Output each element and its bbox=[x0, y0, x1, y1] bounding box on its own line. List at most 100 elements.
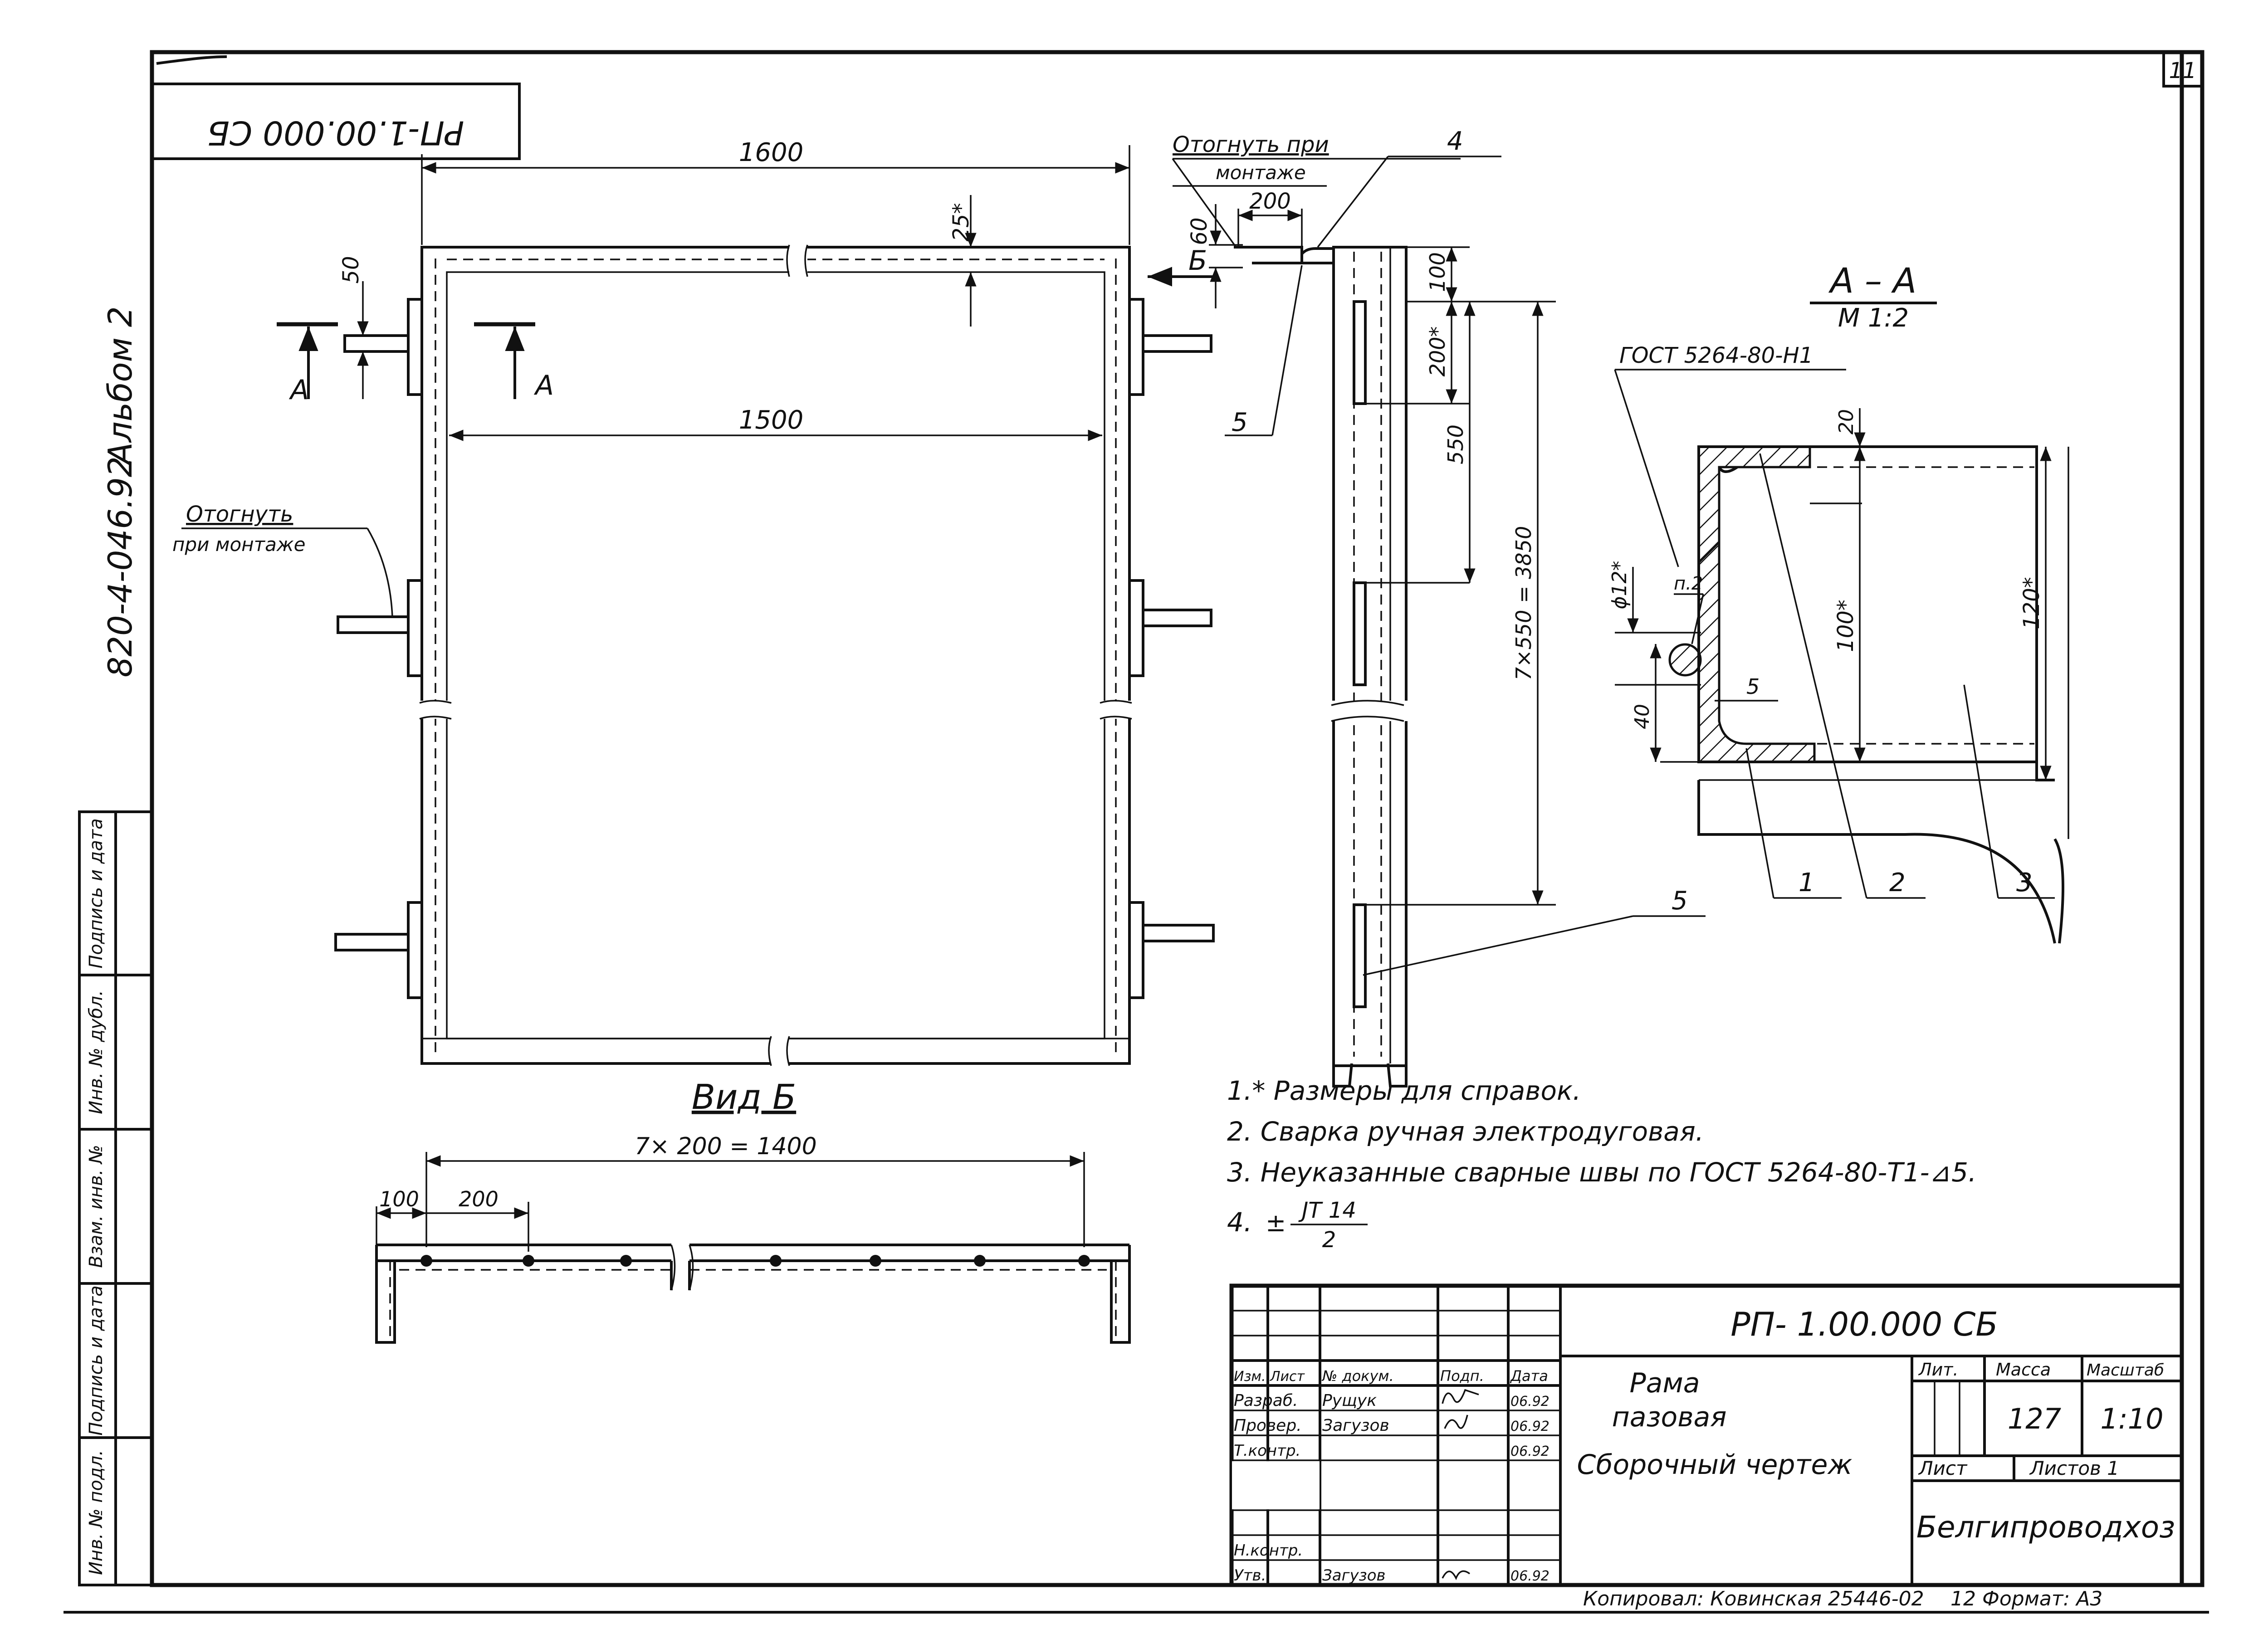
row-role-3: Т.контр. bbox=[1234, 1442, 1300, 1460]
note-3: 3. Неуказанные сварные швы по ГОСТ 5264-… bbox=[1227, 1157, 1977, 1188]
row-role-5: Утв. bbox=[1234, 1566, 1266, 1585]
row-role-2: Провер. bbox=[1234, 1416, 1302, 1435]
row-role-4: Н.контр. bbox=[1234, 1541, 1303, 1560]
side-view: 200 60 Отогнуть при монтаже 4 5 100 200*… bbox=[1172, 127, 1706, 1088]
section-aa: А – А М 1:2 ГОСТ 5264-80-Н1 100* 120* 20 bbox=[1608, 260, 2069, 944]
note-4-denominator: 2 bbox=[1322, 1227, 1336, 1253]
name-line-2: пазовая bbox=[1612, 1401, 1727, 1433]
row-date-5: 06.92 bbox=[1510, 1568, 1549, 1584]
main-frame-view: 1600 1500 25* 50 А А Б Отогнуть bbox=[172, 138, 1216, 1068]
view-b: Вид Б 7× 200 = 1400 100 200 bbox=[375, 1077, 1131, 1344]
album-code: 820-4-046.92 bbox=[101, 456, 139, 677]
album-label: Альбом 2 bbox=[101, 306, 139, 466]
organization: Белгипроводхоз bbox=[1916, 1510, 2175, 1545]
strip-label-3: Взам. инв. № bbox=[86, 1145, 107, 1268]
hdr-sheet: Лист bbox=[1918, 1457, 1968, 1479]
dim-5: 5 bbox=[1746, 674, 1760, 699]
strip-label-5: Инв. № подл. bbox=[86, 1450, 107, 1575]
signature-1 bbox=[1442, 1389, 1479, 1404]
hdr-lit: Лит. bbox=[1918, 1360, 1959, 1380]
page-number: 11 bbox=[2169, 58, 2196, 83]
stamp-code: РП-1.00.000 СБ bbox=[207, 114, 464, 152]
dim-pitch: 550 bbox=[1443, 424, 1468, 464]
hdr-scale: Масштаб bbox=[2087, 1361, 2164, 1380]
signature-2 bbox=[1444, 1415, 1468, 1429]
callout-3: 3 bbox=[2016, 868, 2033, 897]
view-b-title: Вид Б bbox=[692, 1077, 796, 1117]
view-b-dim-total: 7× 200 = 1400 bbox=[635, 1133, 816, 1160]
svg-text:Б: Б bbox=[1188, 245, 1207, 277]
view-b-dim-200: 200 bbox=[459, 1187, 499, 1211]
callout-5a: 5 bbox=[1232, 408, 1248, 437]
dim-n2: п.2 bbox=[1674, 573, 1703, 594]
copied-num: 12 bbox=[1950, 1587, 1976, 1610]
lug-right-top bbox=[1128, 298, 1212, 396]
row-date-2: 06.92 bbox=[1510, 1419, 1549, 1434]
dim-40: 40 bbox=[1631, 704, 1654, 729]
hdr-sheets: Листов 1 bbox=[2029, 1457, 2119, 1479]
format: Формат: А3 bbox=[1982, 1587, 2102, 1610]
section-mark-right: А bbox=[474, 322, 554, 401]
weld-spec: ГОСТ 5264-80-Н1 bbox=[1619, 343, 1813, 368]
name-line-3: Сборочный чертеж bbox=[1577, 1449, 1853, 1481]
dim-top: 100 bbox=[1425, 252, 1450, 292]
svg-text:монтаже: монтаже bbox=[1216, 161, 1306, 184]
strip-label-1: Подпись и дата bbox=[86, 818, 107, 968]
note-4-numerator: JT 14 bbox=[1298, 1198, 1356, 1223]
dim-20: 20 bbox=[1835, 409, 1858, 434]
dim-total-width: 1600 bbox=[739, 138, 804, 167]
callout-2: 2 bbox=[1889, 868, 1906, 897]
note-2: 2. Сварка ручная электродуговая. bbox=[1227, 1116, 1704, 1147]
rod-section bbox=[1668, 643, 1702, 677]
copied-by: Копировал: Ковинская 25446-02 bbox=[1583, 1587, 1924, 1610]
note-1: 1.* Размеры для справок. bbox=[1227, 1075, 1581, 1106]
row-date-3: 06.92 bbox=[1510, 1444, 1549, 1459]
dim-d12: ϕ12* bbox=[1608, 561, 1631, 609]
mass-value: 127 bbox=[2008, 1402, 2061, 1435]
note-4: 4. bbox=[1227, 1207, 1252, 1238]
lug-right-bot bbox=[1128, 901, 1215, 999]
dim-lug-h: 60 bbox=[1187, 217, 1212, 245]
signature-5 bbox=[1442, 1570, 1471, 1580]
strip-label-2: Инв. № дубл. bbox=[86, 990, 107, 1114]
name-line-1: Рама bbox=[1630, 1367, 1700, 1399]
section-mark-left: А bbox=[277, 322, 338, 406]
section-title: А – А bbox=[1828, 260, 1916, 301]
stamp-code-box: РП-1.00.000 СБ bbox=[151, 83, 521, 160]
section-scale: М 1:2 bbox=[1838, 303, 1909, 333]
row-name-1: Рущук bbox=[1322, 1391, 1377, 1410]
hdr-doc: № докум. bbox=[1321, 1367, 1394, 1385]
lug-left-bot bbox=[334, 901, 423, 999]
dim-inner-width: 1500 bbox=[739, 405, 804, 435]
technical-notes: 1.* Размеры для справок. 2. Сварка ручна… bbox=[1227, 1075, 1977, 1253]
note-4-sign: ± bbox=[1266, 1209, 1286, 1237]
row-name-5: Загузов bbox=[1322, 1566, 1386, 1585]
svg-text:при монтаже: при монтаже bbox=[172, 533, 306, 556]
scale-value: 1:10 bbox=[2100, 1402, 2163, 1435]
copy-line: Копировал: Ковинская 25446-02 12 Формат:… bbox=[1583, 1587, 2102, 1610]
dim-top-gap: 25* bbox=[948, 203, 974, 241]
lug-right-mid bbox=[1128, 579, 1212, 677]
svg-text:Отогнуть: Отогнуть bbox=[186, 502, 293, 527]
svg-text:Отогнуть при: Отогнуть при bbox=[1173, 132, 1329, 157]
dim-120: 120* bbox=[2019, 577, 2044, 629]
view-b-dim-100: 100 bbox=[379, 1187, 419, 1211]
dim-lug-len: 200 bbox=[1249, 189, 1291, 214]
svg-text:А: А bbox=[288, 374, 309, 406]
title-block: Изм. Лист № докум. Подп. Дата Разраб. Ру… bbox=[1229, 1283, 2184, 1587]
hdr-mass: Масса bbox=[1996, 1360, 2051, 1380]
bend-note-main: Отогнуть при монтаже bbox=[172, 502, 393, 617]
row-name-2: Загузов bbox=[1322, 1416, 1389, 1435]
callout-4: 4 bbox=[1447, 127, 1463, 156]
hdr-date: Дата bbox=[1510, 1367, 1548, 1385]
strip-label-4: Подпись и дата bbox=[86, 1285, 107, 1435]
row-role-1: Разраб. bbox=[1234, 1391, 1298, 1410]
lug-left-mid bbox=[337, 579, 423, 677]
svg-text:А: А bbox=[533, 370, 554, 401]
dim-total-side: 7×550 = 3850 bbox=[1511, 526, 1536, 680]
hdr-list: Лист bbox=[1270, 1369, 1305, 1385]
dim-lug-spacing: 200* bbox=[1425, 327, 1450, 377]
row-date-1: 06.92 bbox=[1510, 1394, 1549, 1410]
callout-1: 1 bbox=[1799, 868, 1815, 897]
